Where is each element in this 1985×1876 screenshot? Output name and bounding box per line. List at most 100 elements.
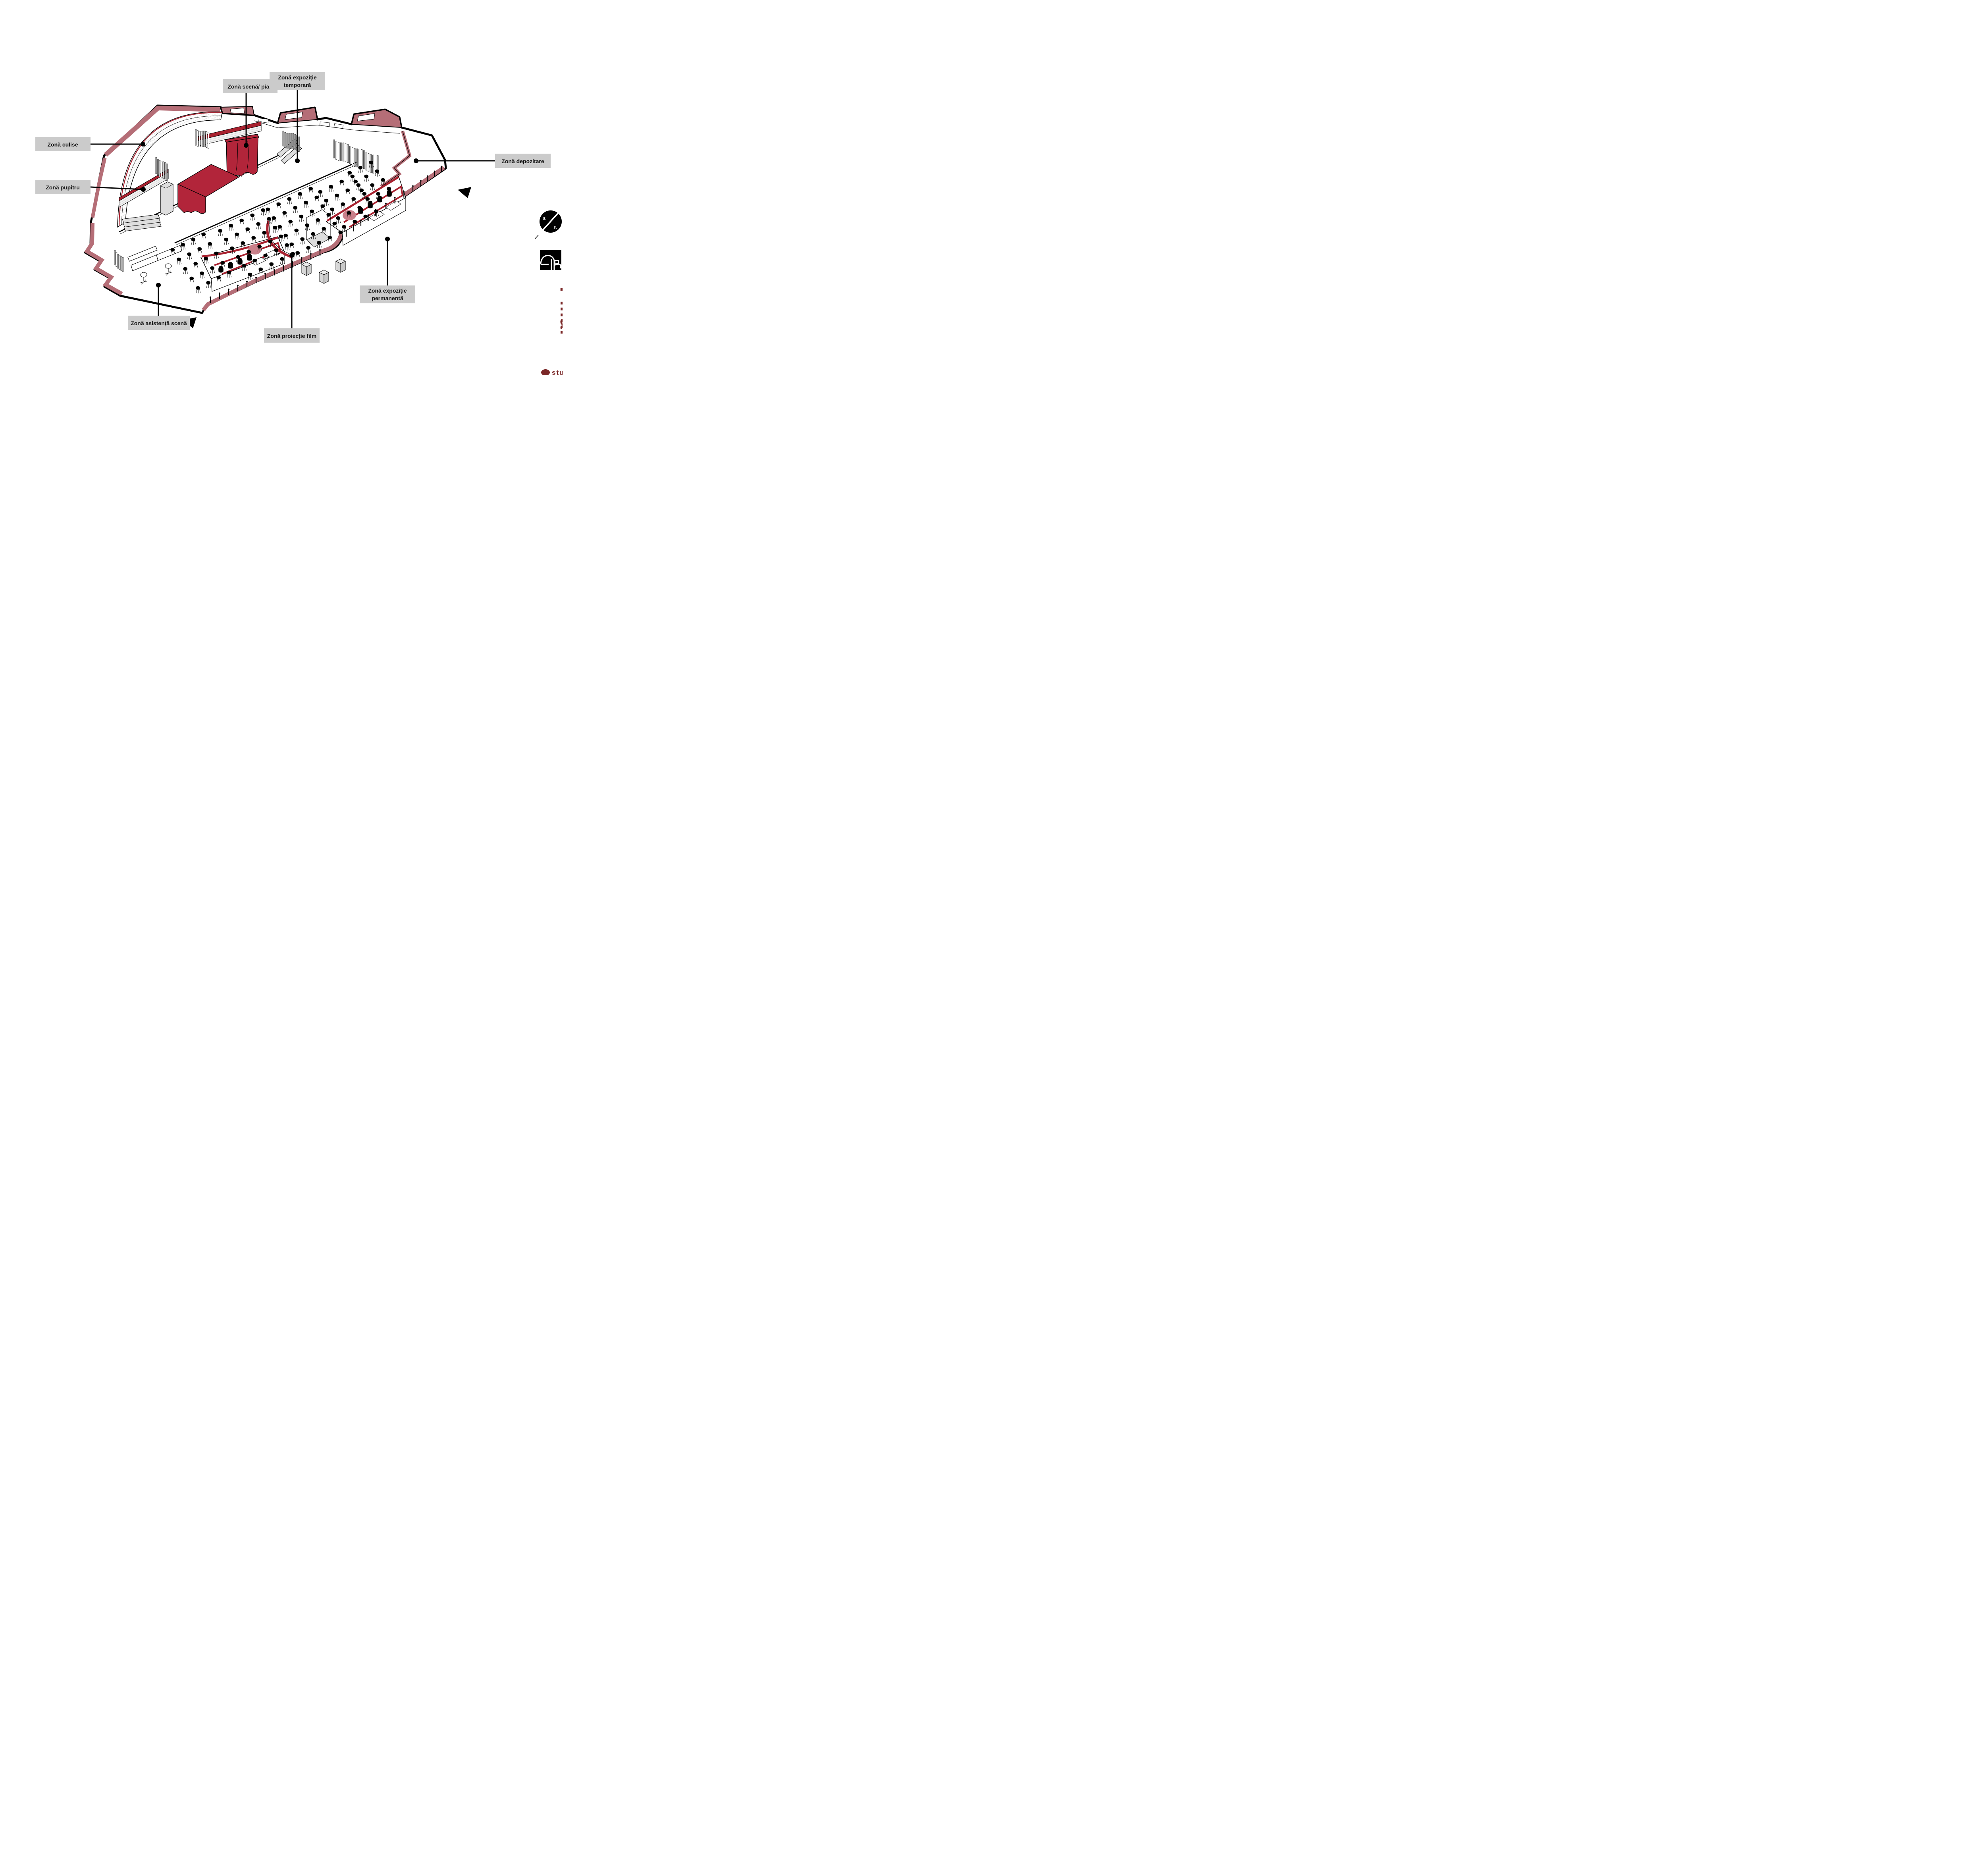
curtain-slat <box>345 143 347 162</box>
floor-step-edge <box>174 161 358 244</box>
curtain-slat <box>120 256 122 271</box>
curtain-slat <box>298 137 300 152</box>
railing-pin-top <box>228 288 229 290</box>
curtain-slat <box>162 161 164 179</box>
round-table <box>343 210 356 220</box>
curtain-slat <box>117 254 119 269</box>
zone-labels: Zonă scenă/ pian Zonă expoziție temporar… <box>35 72 551 343</box>
leader-dots <box>141 142 418 287</box>
curtain-slat <box>358 148 360 168</box>
curtain-slat <box>361 149 362 168</box>
top-wall-inner-line <box>254 120 401 134</box>
railing-pin-top <box>264 273 266 274</box>
curtain-slat <box>347 144 349 163</box>
curtain-slat <box>354 148 356 167</box>
leader-lines <box>90 90 495 328</box>
railing-pin-top <box>274 269 275 270</box>
railing-pin-top <box>237 284 239 286</box>
railing-pin-top <box>385 202 387 204</box>
label-text: Zonă expoziție <box>368 287 407 294</box>
railing-pin-top <box>319 249 321 251</box>
curtain-slat <box>114 250 116 265</box>
railing-pin-top <box>301 257 303 259</box>
curtain-slat <box>340 143 342 161</box>
railing-pin-top <box>434 170 436 172</box>
curtain-slat <box>195 129 197 146</box>
curtain-slat <box>159 160 161 177</box>
brand-column: a. s. Pillar studio <box>535 207 563 375</box>
label-zona-proiectie-film: Zonă proiecție film <box>264 328 320 343</box>
label-text: Zonă pupitru <box>46 184 80 191</box>
label-zona-expozitie-permanenta: Zonă expoziție permanentă <box>360 285 415 303</box>
display-cases <box>369 201 401 221</box>
pillar-wordmark: Pillar <box>556 287 563 337</box>
curtain-slat <box>155 157 157 174</box>
wall-band-top-left <box>104 105 220 157</box>
armchair-icon <box>247 254 252 261</box>
armchair-icon <box>218 266 224 273</box>
zoning-diagram-page: Zonă scenă/ pian Zonă expoziție temporar… <box>0 0 563 375</box>
direction-arrow-icon <box>458 187 471 198</box>
curtain-slat <box>368 153 370 172</box>
railing-pin-top <box>246 280 248 282</box>
armchair-icon <box>387 190 392 197</box>
curtain-slat <box>164 162 166 179</box>
wall-band-left <box>91 158 107 218</box>
railing-pins <box>210 166 442 303</box>
railing-pin-top <box>420 180 422 182</box>
label-text: Zonă expoziție <box>278 74 316 81</box>
curtain-slat <box>333 139 335 158</box>
curtain-slat <box>200 131 202 147</box>
curtain-slat <box>363 150 365 169</box>
curtain-slat <box>335 141 337 160</box>
curtain-slat <box>197 130 198 147</box>
curtain-slat <box>204 131 206 147</box>
curtain-slat <box>282 131 284 147</box>
label-zona-culise: Zonă culise <box>35 137 91 151</box>
curtain-slat <box>377 155 379 174</box>
clerestory-window-panes <box>230 108 375 121</box>
curtain-slat <box>198 131 200 147</box>
curtain-slat <box>286 133 288 148</box>
piano-cover <box>177 164 240 214</box>
armchair-icon <box>368 201 373 208</box>
railing-pin-top <box>394 197 396 199</box>
railing-pin-top <box>441 166 442 168</box>
railing-pin-top <box>360 220 362 221</box>
curtain-slat <box>292 133 294 149</box>
curtain-slat <box>157 159 159 176</box>
curtain-slat <box>161 161 162 178</box>
step-platform <box>122 214 162 231</box>
hanging-slat-curtains <box>114 129 379 272</box>
projection-screen-line <box>269 222 293 255</box>
label-text: temporară <box>284 82 311 88</box>
label-text: Zonă proiecție film <box>267 333 316 339</box>
curtain-slat <box>352 147 353 166</box>
curtain-slat <box>365 152 367 171</box>
curtain-slat <box>290 133 292 148</box>
armchair-icon <box>358 207 363 214</box>
pillar-logo-mark <box>540 250 562 270</box>
curtain-slat <box>208 133 209 149</box>
label-zona-pupitru: Zonă pupitru <box>35 180 91 194</box>
curtain-slat <box>122 257 124 272</box>
curtain-slat <box>338 142 339 161</box>
railing-pin-top <box>412 185 414 187</box>
label-text: permanentă <box>372 295 403 301</box>
office-chairs <box>140 263 172 285</box>
railing-pin-top <box>427 175 429 177</box>
label-text: Zonă depozitare <box>501 158 544 164</box>
curtain-slat <box>206 131 208 148</box>
curtain-slat <box>202 131 204 147</box>
curtain-slat <box>288 133 290 149</box>
label-zona-asistenta-scena: Zonă asistență scenă <box>128 316 190 330</box>
label-zona-scena-pian: Zonă scenă/ pian <box>223 79 278 93</box>
floor-plan-canvas: Zonă scenă/ pian Zonă expoziție temporar… <box>35 72 563 375</box>
armchair-icon <box>237 258 243 265</box>
lectern <box>160 181 173 216</box>
curtain-slat <box>284 132 286 148</box>
armchair-icon <box>377 195 382 202</box>
label-zona-depozitare: Zonă depozitare <box>495 154 551 168</box>
railing-pin-top <box>210 296 211 298</box>
logo-initial-s: s. <box>553 224 557 230</box>
